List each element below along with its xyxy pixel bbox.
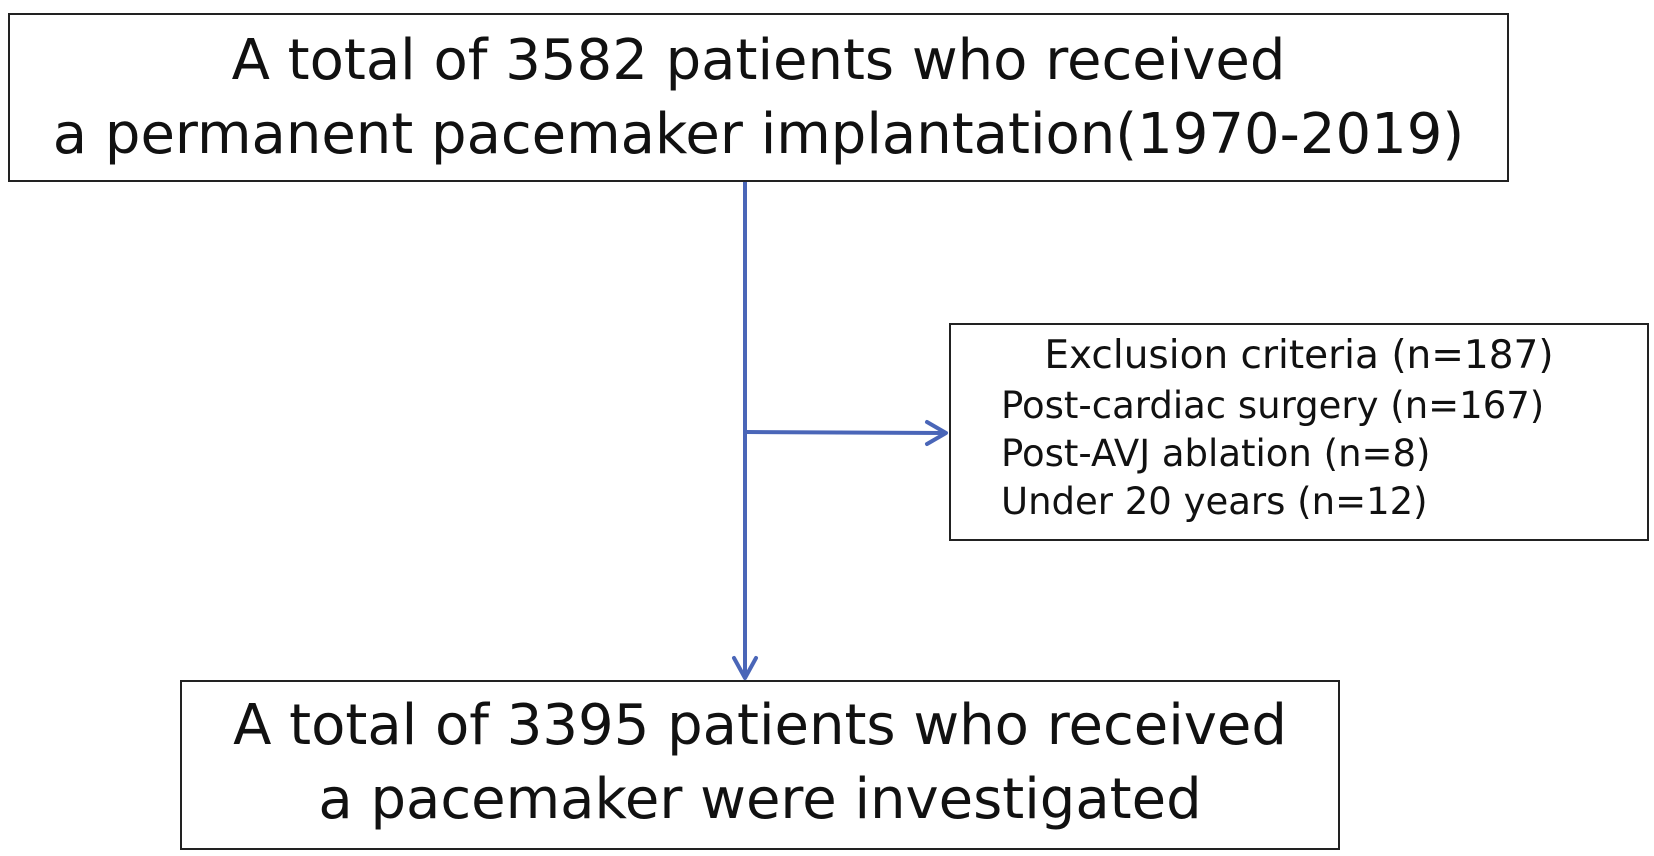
exclusion-branch-line — [744, 430, 946, 435]
exclusion-criteria-title: Exclusion criteria (n=187) — [1044, 333, 1554, 378]
exclusion-branch-arrowhead — [925, 420, 948, 446]
exclusion-item-under-20: Under 20 years (n=12) — [1001, 480, 1428, 523]
final-cohort-line-2: a pacemaker were investigated — [318, 767, 1202, 832]
initial-population-line-1: A total of 3582 patients who received — [231, 28, 1286, 93]
initial-population-box: A total of 3582 patients who received a … — [8, 13, 1509, 182]
exclusion-item-avj-ablation: Post-AVJ ablation (n=8) — [1001, 432, 1431, 475]
final-cohort-line-1: A total of 3395 patients who received — [233, 693, 1287, 758]
initial-population-line-2: a permanent pacemaker implantation(1970-… — [52, 102, 1465, 167]
exclusion-item-cardiac-surgery: Post-cardiac surgery (n=167) — [1001, 384, 1545, 427]
exclusion-criteria-box: Exclusion criteria (n=187) Post-cardiac … — [949, 323, 1649, 541]
main-flow-arrowhead — [732, 656, 758, 680]
final-cohort-box: A total of 3395 patients who received a … — [180, 680, 1340, 850]
